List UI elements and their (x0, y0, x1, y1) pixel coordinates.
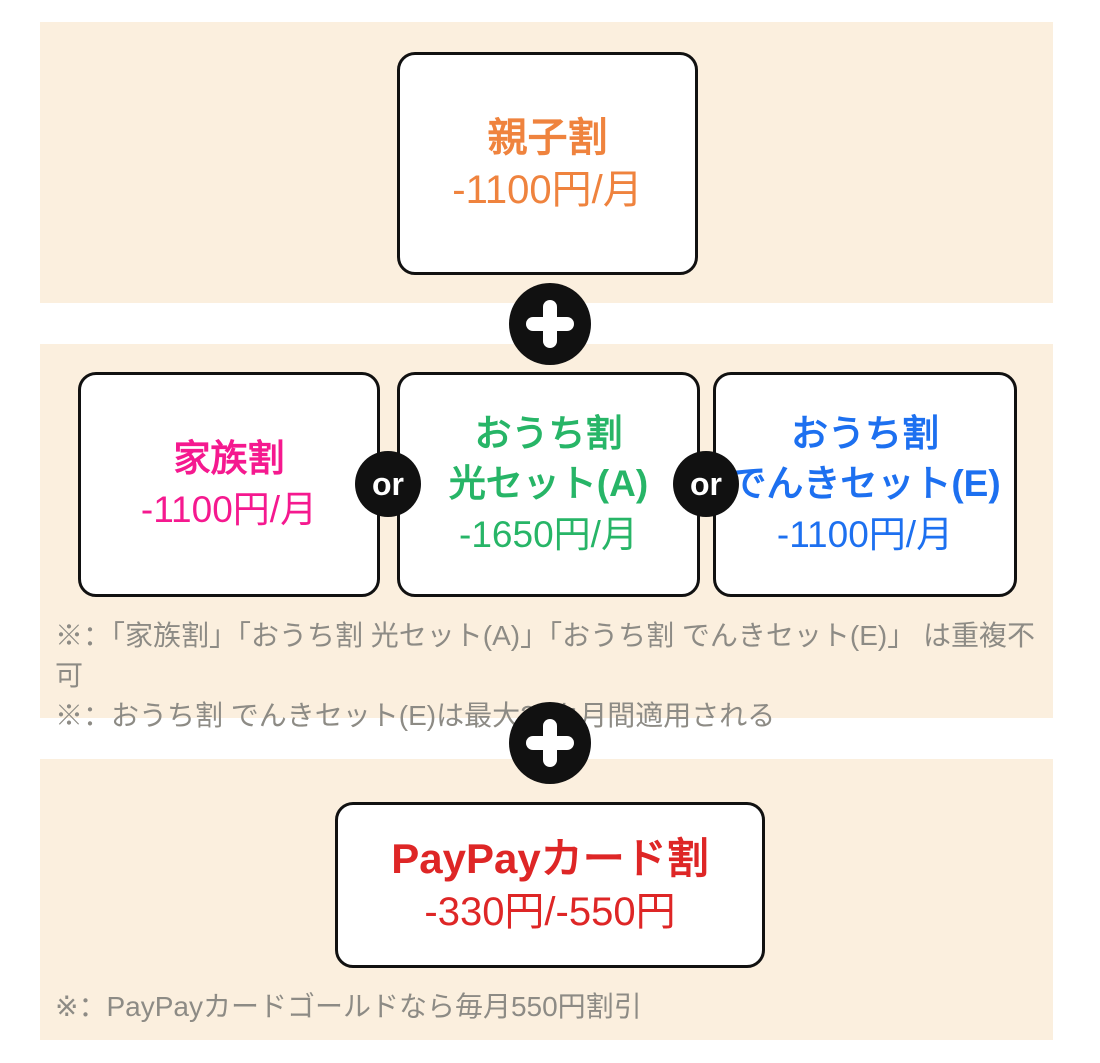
card-title: おうち割 でんきセット(E) (729, 409, 1000, 510)
card-ouchi-wari-denki: おうち割 でんきセット(E) -1100円/月 (713, 372, 1017, 597)
card-kazoku-wari: 家族割 -1100円/月 (78, 372, 380, 597)
card-ouchi-wari-hikari: おうち割 光セット(A) -1650円/月 (397, 372, 700, 597)
card-paypay-wari: PayPayカード割 -330円/-550円 (335, 802, 765, 968)
card-oyako-wari: 親子割 -1100円/月 (397, 52, 698, 275)
or-badge: or (355, 451, 421, 517)
card-title-line: おうち割 (474, 413, 623, 455)
card-price: -1100円/月 (140, 488, 318, 530)
section-home-discounts: 家族割 -1100円/月 or おうち割 光セット(A) -1650円/月 or… (40, 344, 1053, 731)
card-title-line: おうち割 (790, 413, 939, 455)
section-notes: ※：「家族割」「おうち割 光セット(A)」「おうち割 でんきセット(E)」 は重… (55, 616, 1043, 736)
card-title: おうち割 光セット(A) (449, 409, 648, 510)
card-title-line: でんきセット(E) (729, 463, 1001, 505)
section-paypay-card-wari: PayPayカード割 -330円/-550円 ※：PayPayカードゴールドなら… (40, 759, 1053, 1040)
section-oyako-wari: 親子割 -1100円/月 (40, 22, 1053, 303)
or-label: or (372, 465, 404, 502)
card-price: -1100円/月 (776, 513, 954, 555)
card-price: -1650円/月 (459, 513, 638, 555)
or-badge: or (673, 451, 739, 517)
note-line: ※：PayPayカードゴールドなら毎月550円割引 (55, 991, 642, 1022)
section-notes: ※：PayPayカードゴールドなら毎月550円割引 (55, 987, 1043, 1027)
card-title: 親子割 (487, 115, 608, 160)
note-line: ※：おうち割 でんきセット(E)は最大24カ月間適用される (55, 700, 776, 731)
card-title: 家族割 (173, 438, 285, 480)
plus-icon (509, 702, 591, 784)
card-title: PayPayカード割 (391, 834, 709, 882)
plus-icon (509, 283, 591, 365)
note-line: ※：「家族割」「おうち割 光セット(A)」「おうち割 でんきセット(E)」 は重… (55, 620, 1035, 691)
card-price: -330円/-550円 (424, 890, 676, 935)
or-label: or (690, 465, 722, 502)
card-title-line: 光セット(A) (448, 463, 649, 505)
card-price: -1100円/月 (452, 167, 643, 212)
